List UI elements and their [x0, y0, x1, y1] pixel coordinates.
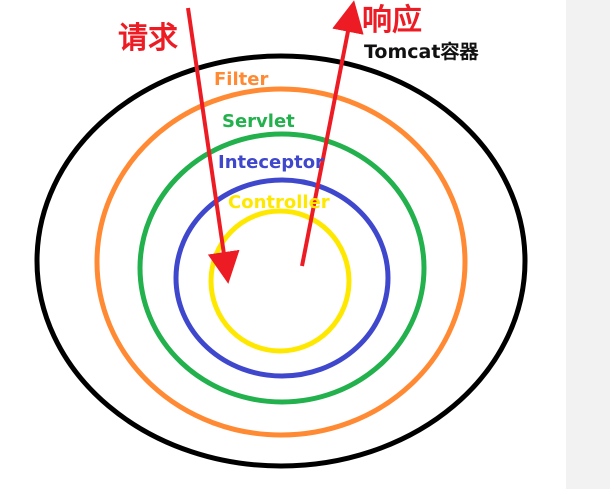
request-label: 请求: [118, 21, 178, 56]
tomcat-container-ring: [34, 53, 528, 469]
response-label: 响应: [362, 3, 422, 38]
container-diagram: 请求 响应 Tomcat容器 Filter Servlet Inteceptor…: [34, 0, 528, 469]
tomcat-container-label: Tomcat容器: [364, 40, 479, 63]
servlet-ring: [137, 131, 427, 405]
inteceptor-label: Inteceptor: [218, 152, 324, 173]
inteceptor-ring: [173, 177, 391, 379]
response-arrow: [300, 0, 364, 267]
side-strip: [566, 0, 610, 489]
controller-label: Controller: [228, 192, 330, 213]
request-arrow: [186, 7, 240, 284]
servlet-label: Servlet: [222, 111, 295, 132]
filter-label: Filter: [214, 69, 268, 90]
filter-ring: [94, 86, 468, 438]
controller-ring: [208, 208, 352, 354]
